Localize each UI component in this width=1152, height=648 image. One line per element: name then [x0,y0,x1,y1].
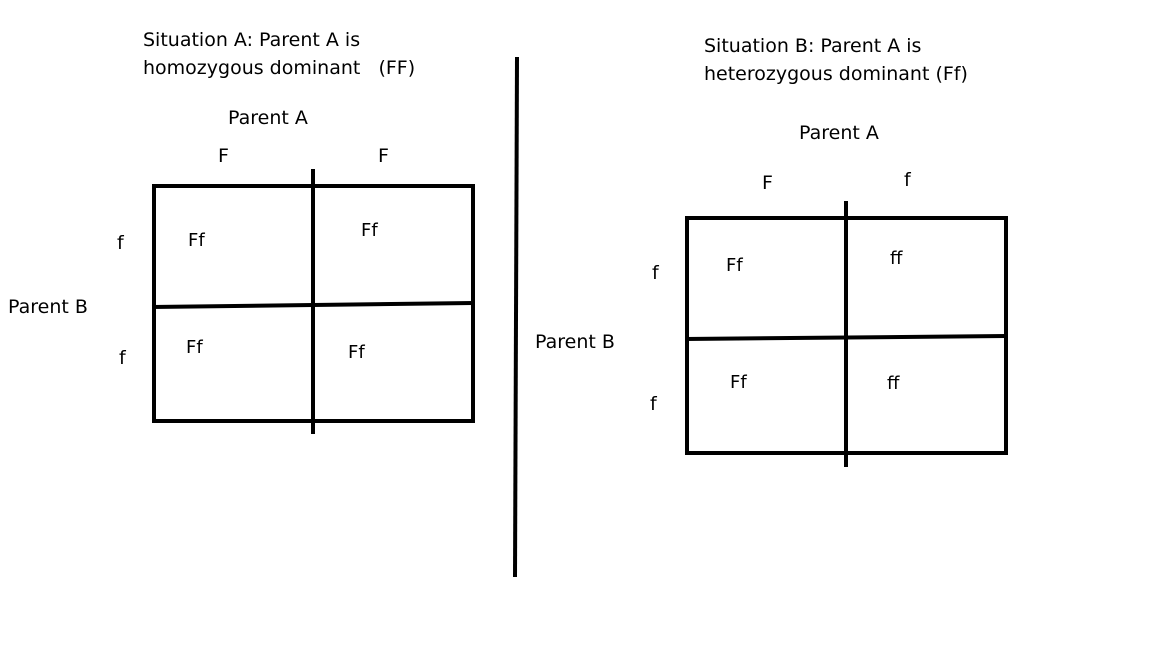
situation-a-title-line1: Situation A: Parent A is [143,29,361,51]
situation-a-cell-r1c1: Ff [188,230,205,251]
situation-b-title-line1: Situation B: Parent A is [704,35,922,57]
situation-a-parent-b-label: Parent B [8,296,88,318]
situation-b-cell-r2c2: ff [887,373,900,394]
situation-b-title-line2: heterozygous dominant (Ff) [704,63,968,85]
situation-a-title-line2: homozygous dominant (FF) [143,57,416,79]
situation-a-parent-a-allele-1: F [218,145,229,167]
situation-b-parent-b-allele-2: f [650,393,657,415]
situation-a-parent-a-label: Parent A [228,107,308,129]
situation-a-cell-r2c1: Ff [186,337,203,358]
grid-a-horizontal-divider [151,301,474,309]
situation-b-parent-b-label: Parent B [535,331,615,353]
situation-b-parent-a-allele-1: F [762,172,773,194]
situation-a-cell-r1c2: Ff [361,220,378,241]
situation-b-cell-r1c2: ff [890,248,903,269]
situation-b-parent-b-allele-1: f [652,262,659,284]
situation-a-parent-a-allele-2: F [378,145,389,167]
situation-b-cell-r1c1: Ff [726,255,743,276]
situation-a-parent-b-allele-2: f [119,347,126,369]
center-separator-line [513,56,519,578]
grid-b-horizontal-divider [684,334,1007,341]
situation-a-parent-b-allele-1: f [117,232,124,254]
situation-b-cell-r2c1: Ff [730,372,747,393]
situation-b-parent-a-allele-2: f [904,169,911,191]
situation-a-cell-r2c2: Ff [348,342,365,363]
situation-b-parent-a-label: Parent A [799,122,879,144]
